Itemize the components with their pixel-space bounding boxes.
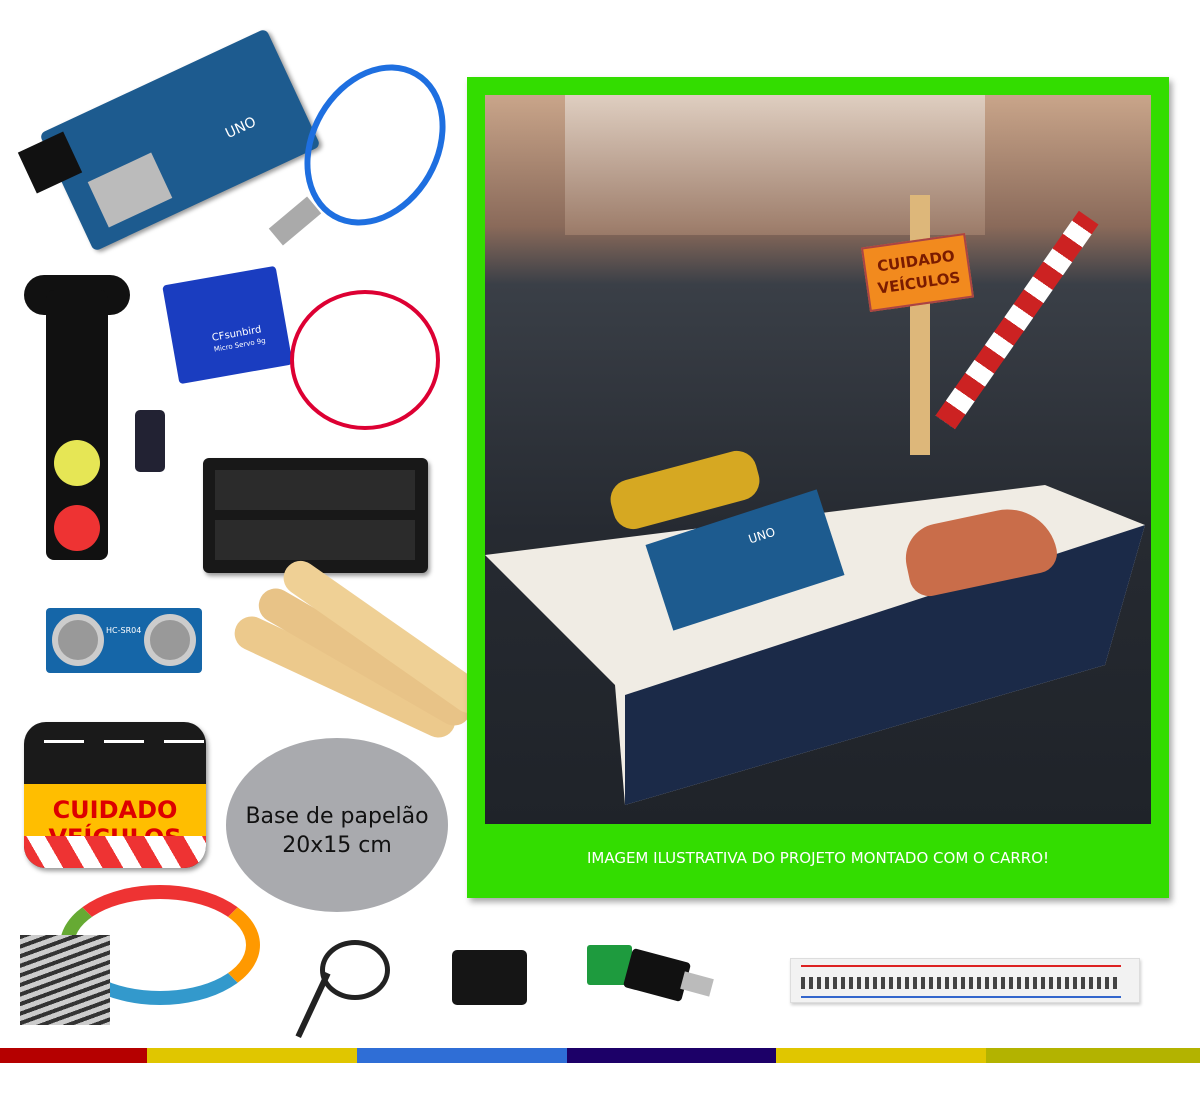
capacitor [135, 410, 165, 472]
footer-color-bar-4 [567, 1048, 776, 1063]
cable-tie [295, 930, 400, 1040]
traffic-light-module [24, 250, 134, 565]
sign-post [910, 195, 930, 455]
caution-sign-sticker: CUIDADO VEÍCULOS [24, 722, 206, 868]
photo-caption: IMAGEM ILUSTRATIVA DO PROJETO MONTADO CO… [586, 849, 1050, 867]
sign-line-2: VEÍCULOS [24, 824, 206, 836]
servo-wire [290, 290, 440, 430]
breadboard-strip [790, 958, 1140, 1003]
scene-arduino-label: UNO [746, 524, 777, 547]
footer-color-bar-5 [776, 1048, 986, 1063]
project-photo: CUIDADO VEÍCULOS UNO [485, 95, 1151, 824]
popsicle-sticks [225, 554, 494, 744]
rocker-switch [452, 950, 527, 1005]
footer-color-bar-6 [986, 1048, 1200, 1063]
usb-cable [268, 38, 474, 252]
footer-color-bar-1 [0, 1048, 147, 1063]
sign-line-1: CUIDADO [52, 796, 178, 824]
micro-servo: CFsunbird Micro Servo 9g [162, 265, 293, 385]
cardboard-base: Base de papelão 20x15 cm [226, 738, 448, 912]
ultrasonic-sensor: HC-SR04 [46, 608, 202, 673]
footer-color-bar-2 [147, 1048, 357, 1063]
project-preview-frame: CUIDADO VEÍCULOS UNO IMAGEM ILUSTRATIVA … [467, 77, 1169, 898]
dc-power-jack [587, 945, 722, 1005]
battery-holder [203, 458, 428, 573]
sensor-label: HC-SR04 [106, 626, 142, 635]
base-label-line-1: Base de papelão [245, 804, 429, 829]
jumper-wires [20, 885, 260, 1045]
base-label-line-2: 20x15 cm [282, 833, 392, 858]
scene-sign: CUIDADO VEÍCULOS [860, 233, 975, 312]
footer-color-bar-3 [357, 1048, 567, 1063]
